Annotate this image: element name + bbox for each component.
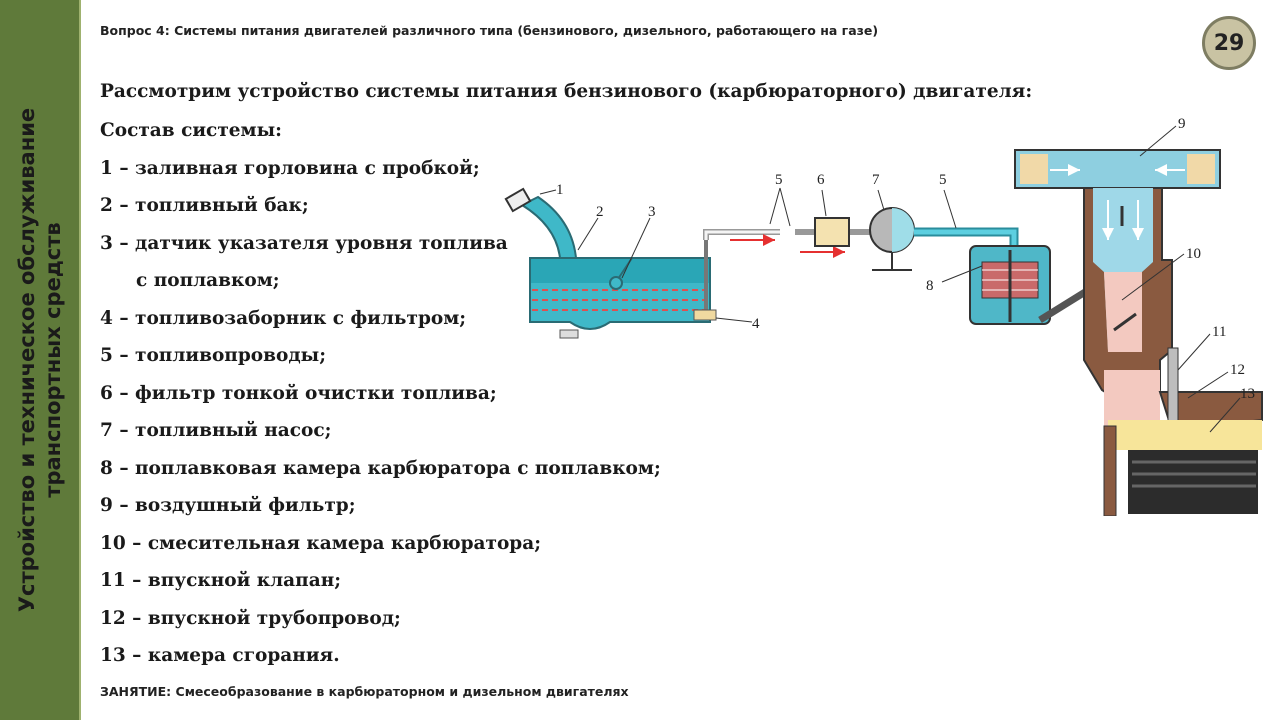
- legend-item: 13 – камера сгорания.: [100, 645, 340, 666]
- label-5b: 5: [939, 172, 947, 188]
- legend-item: 1 – заливная горловина с пробкой;: [100, 157, 480, 179]
- diagram-labels: 1 2 3 4 5 6 7 5 8 9 10 11 12 13: [539, 116, 1255, 433]
- legend-list: Состав системы: 1 – заливная горловина с…: [100, 118, 661, 681]
- question-heading: Вопрос 4: Системы питания двигателей раз…: [100, 23, 879, 38]
- label-4: 4: [752, 316, 760, 332]
- page-number-badge: 29: [1202, 16, 1256, 70]
- fuel-pickup: [693, 238, 717, 321]
- legend-item: 2 – топливный бак;: [100, 195, 309, 216]
- label-3: 3: [648, 204, 656, 220]
- legend-item: 8 – поплавковая камера карбюратора с поп…: [100, 457, 661, 479]
- fuel-line-to-carburetor: [914, 227, 1019, 246]
- label-12: 12: [1230, 362, 1245, 378]
- air-filter: [1014, 149, 1221, 189]
- label-7: 7: [872, 172, 880, 188]
- legend-item: 11 – впускной клапан;: [100, 570, 342, 591]
- label-13: 13: [1240, 386, 1255, 402]
- legend-item: 3 – датчик указателя уровня топлива: [100, 232, 508, 254]
- label-5: 5: [775, 172, 783, 188]
- label-10: 10: [1186, 246, 1201, 262]
- label-2: 2: [596, 204, 604, 220]
- sidebar-title: Устройство и техническое обслуживание тр…: [15, 107, 65, 613]
- label-1: 1: [556, 182, 564, 198]
- mixing-chamber: [1083, 187, 1173, 422]
- label-9: 9: [1178, 116, 1186, 132]
- legend-heading: Состав системы:: [100, 120, 283, 141]
- fuel-system-diagram: 1 2 3 4 5 6 7 5 8 9 10 11 12 13: [504, 116, 1263, 516]
- legend-item: 4 – топливозаборник с фильтром;: [100, 307, 467, 329]
- fuel-tank: [529, 257, 711, 339]
- legend-item: 5 – топливопроводы;: [100, 345, 327, 366]
- fuel-pump: [869, 207, 915, 271]
- legend-item: 10 – смесительная камера карбюратора;: [100, 532, 542, 554]
- fuel-line: [703, 229, 872, 258]
- lesson-footer: ЗАНЯТИЕ: Смесеобразование в карбюраторно…: [100, 684, 629, 699]
- fine-fuel-filter: [814, 217, 850, 247]
- sidebar: Устройство и техническое обслуживание тр…: [0, 0, 80, 720]
- float-chamber: [969, 245, 1100, 325]
- legend-item: 7 – топливный насос;: [100, 420, 332, 441]
- intro-text: Рассмотрим устройство системы питания бе…: [100, 81, 1033, 102]
- label-8: 8: [926, 278, 934, 294]
- label-11: 11: [1212, 324, 1226, 340]
- legend-item: 9 – воздушный фильтр;: [100, 495, 356, 516]
- combustion-chamber: [1103, 420, 1262, 516]
- legend-item: 6 – фильтр тонкой очистки топлива;: [100, 382, 497, 404]
- filler-neck: [504, 187, 578, 259]
- legend-item: 12 – впускной трубопровод;: [100, 607, 401, 629]
- sidebar-divider: [79, 0, 81, 720]
- label-6: 6: [817, 172, 825, 188]
- legend-item-continuation: с поплавком;: [136, 270, 280, 291]
